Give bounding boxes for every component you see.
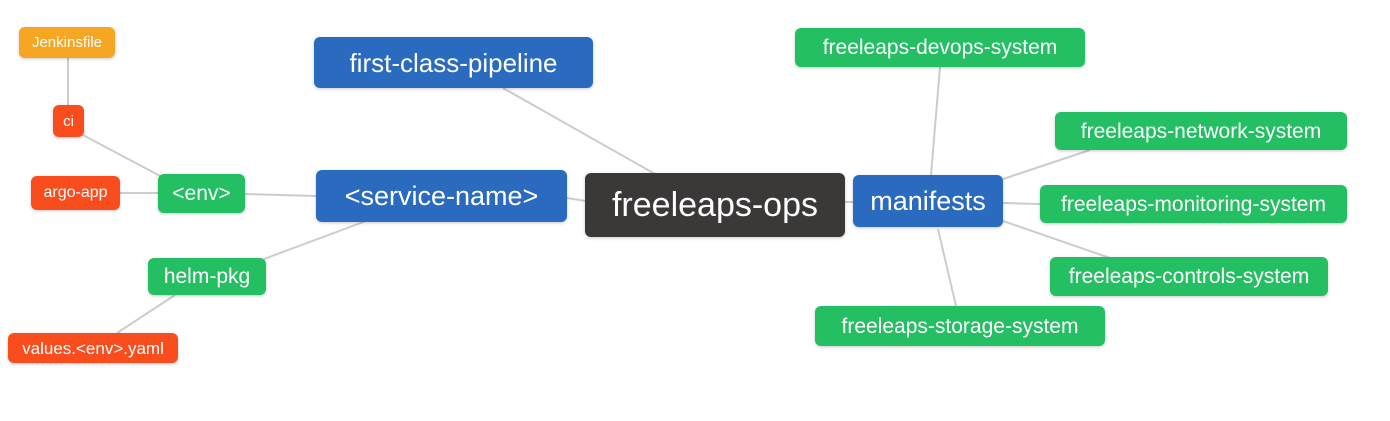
edge-ci-env (80, 133, 163, 178)
node-first-class-pipeline[interactable]: first-class-pipeline (314, 37, 593, 88)
node-freeleaps-devops-system[interactable]: freeleaps-devops-system (795, 28, 1085, 67)
edge-manifests-monitoring (1002, 202, 1041, 205)
node-manifests[interactable]: manifests (853, 175, 1003, 227)
node-service-name[interactable]: <service-name> (316, 170, 567, 222)
edge-manifests-storage (937, 228, 957, 307)
edge-manifests-devops (930, 66, 941, 176)
node-freeleaps-network-system[interactable]: freeleaps-network-system (1055, 112, 1347, 150)
node-jenkinsfile[interactable]: Jenkinsfile (19, 27, 115, 58)
edge-helm-pkg-service-name (263, 220, 367, 260)
node-freeleaps-monitoring-system[interactable]: freeleaps-monitoring-system (1040, 185, 1347, 223)
edge-manifests-controls (1002, 220, 1111, 259)
edge-env-service-name (243, 193, 317, 197)
node-freeleaps-ops[interactable]: freeleaps-ops (585, 173, 845, 237)
node-freeleaps-controls-system[interactable]: freeleaps-controls-system (1050, 257, 1328, 296)
node-ci[interactable]: ci (53, 105, 84, 137)
node-env[interactable]: <env> (158, 174, 245, 213)
node-values-env-yaml[interactable]: values.<env>.yaml (8, 333, 178, 363)
edge-service-name-freeleaps-ops (566, 197, 587, 202)
edge-pipeline-freeleaps-ops (502, 87, 656, 175)
node-argo-app[interactable]: argo-app (31, 176, 120, 210)
node-helm-pkg[interactable]: helm-pkg (148, 258, 266, 295)
edge-values-helm-pkg (116, 294, 176, 334)
edge-manifests-network (1002, 149, 1091, 180)
node-freeleaps-storage-system[interactable]: freeleaps-storage-system (815, 306, 1105, 346)
